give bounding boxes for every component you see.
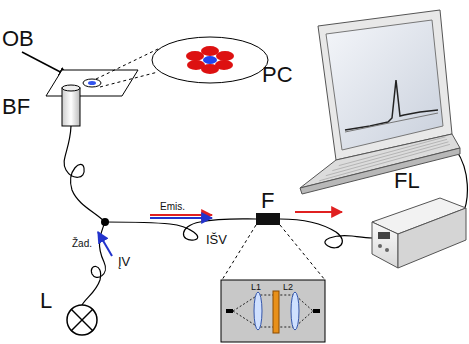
lamp-symbol (67, 305, 97, 335)
part-label: L (40, 290, 52, 312)
zoom-line (96, 48, 160, 79)
part-label: PC (262, 64, 293, 86)
spectrometer-knob (385, 248, 389, 252)
spectrometer-side (372, 222, 398, 268)
sample-dot (88, 81, 96, 85)
lens-label: L1 (251, 283, 261, 292)
emission-arrow (150, 214, 212, 216)
spectrometer-display (378, 232, 390, 239)
part-label: BF (2, 96, 30, 118)
probe-tip (62, 85, 80, 91)
keyboard-rows (319, 137, 450, 181)
lens (291, 292, 299, 330)
spectrometer-front (398, 208, 466, 268)
sample-spot (83, 79, 101, 87)
laptop-lid (318, 10, 452, 160)
plot-axis (345, 113, 438, 132)
part-label: FL (394, 170, 420, 192)
part-label: OB (2, 28, 34, 50)
part-label: F (261, 190, 274, 212)
part-label: ĮV (118, 255, 130, 268)
optical-fiber (64, 126, 467, 305)
lens (254, 292, 262, 330)
laptop-base (300, 134, 460, 188)
signal-label: Emis. (160, 202, 185, 212)
zoom-line (280, 225, 325, 280)
fiber-end (226, 309, 233, 313)
zoom-view (152, 37, 268, 83)
fiber-junction (101, 218, 109, 226)
laptop-screen (326, 20, 443, 150)
lens-label: L2 (283, 283, 293, 292)
lamp-cross (71, 309, 93, 331)
emission-arrow (150, 217, 212, 219)
excitation-arrow (98, 232, 112, 256)
zoom-line (100, 72, 158, 87)
fiber-core (203, 56, 217, 64)
fluorescent-cells (186, 46, 234, 74)
laptop-edge (300, 148, 460, 194)
signal-label: Žad. (72, 239, 92, 249)
filter-inset (221, 280, 325, 342)
lamp-cross (71, 309, 93, 331)
microscope-slide (46, 70, 138, 96)
part-label: IŠV (206, 233, 227, 246)
spectrometer-knob (378, 244, 382, 248)
filter-holder (256, 213, 280, 225)
fiber-end (313, 309, 320, 313)
filtered-arrow (295, 211, 342, 213)
optical-filter (273, 291, 279, 333)
fiber-probe (62, 88, 80, 126)
zoom-line (222, 225, 256, 280)
